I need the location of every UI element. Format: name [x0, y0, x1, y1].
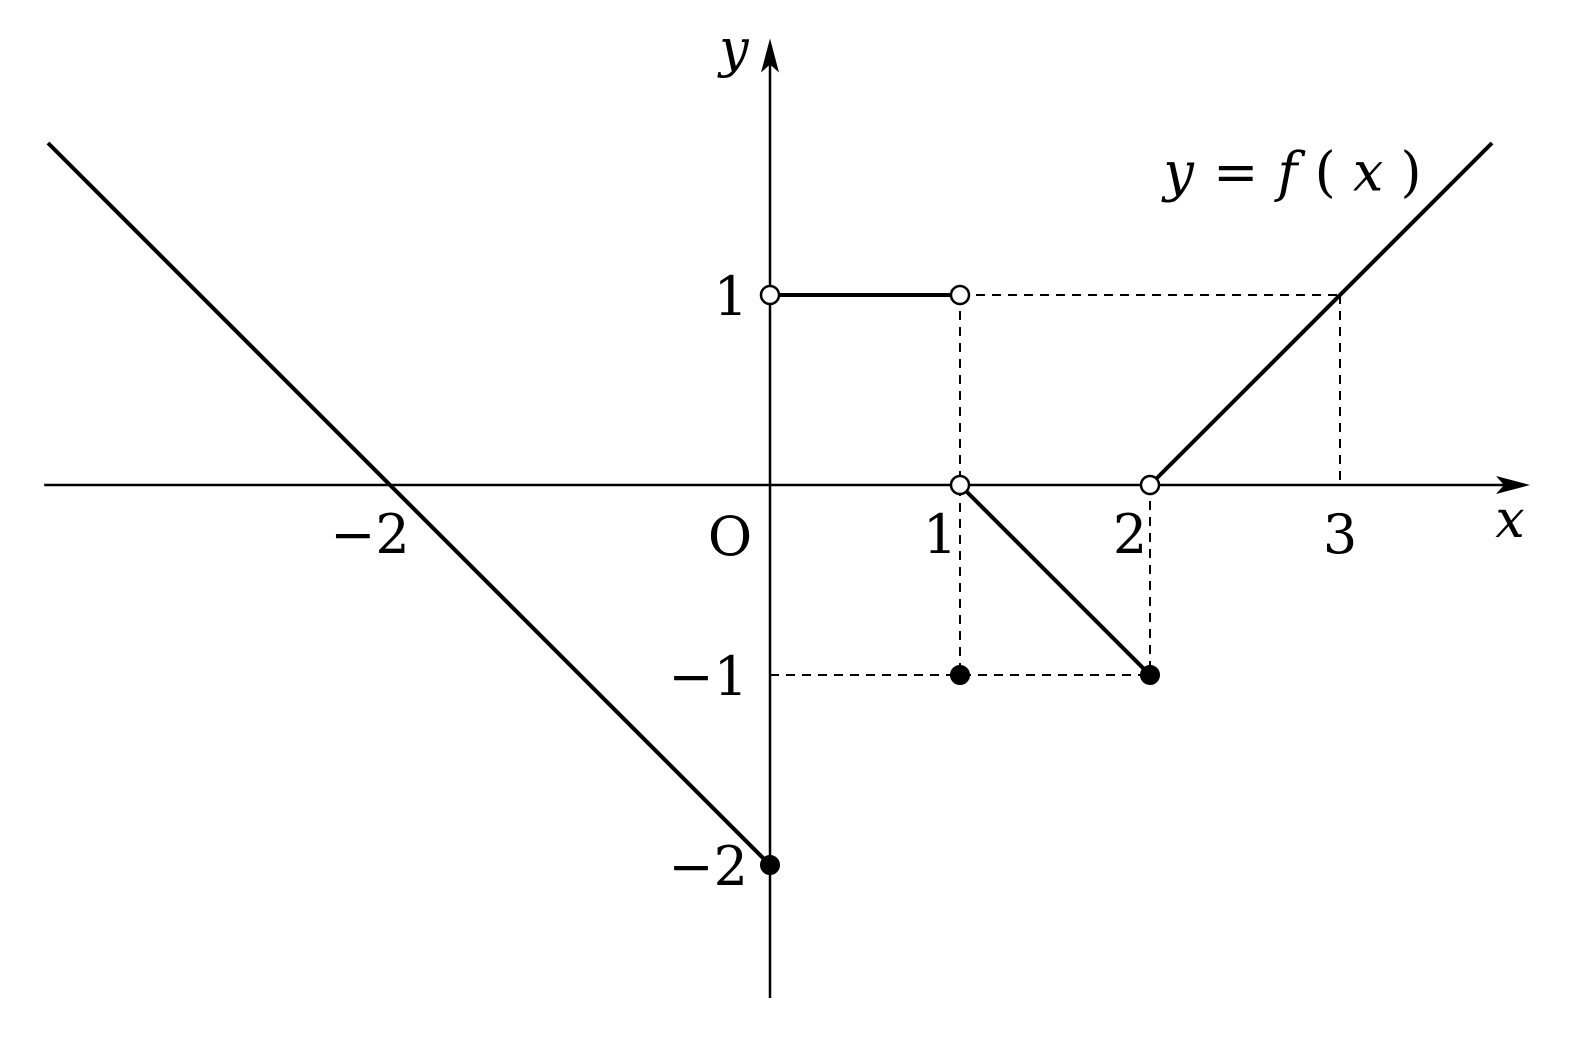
- function-label-paren-open: (: [1315, 141, 1336, 204]
- filled-point: [760, 855, 780, 875]
- y-tick-label: −1: [668, 645, 748, 708]
- y-tick-label: −2: [668, 835, 748, 898]
- function-label-paren-close: ): [1401, 141, 1422, 204]
- filled-point: [1140, 665, 1160, 685]
- y-tick-label: 1: [714, 265, 748, 328]
- function-curves: [46, 141, 1494, 867]
- x-tick-label: 3: [1323, 503, 1357, 566]
- function-label: y = f ( x ): [1161, 141, 1421, 204]
- function-label-x: x: [1353, 141, 1383, 204]
- x-tick-label: −2: [330, 503, 410, 566]
- x-axis-arrow-icon: [1496, 476, 1530, 494]
- function-label-y: y: [1161, 141, 1195, 204]
- x-tick-label: 1: [923, 503, 957, 566]
- curve-segment: [958, 483, 1152, 677]
- x-tick-label: 2: [1113, 503, 1147, 566]
- y-axis-label: y: [717, 20, 749, 80]
- axes: [44, 38, 1530, 998]
- open-point: [759, 284, 781, 306]
- filled-point: [950, 665, 970, 685]
- origin-label: O: [708, 505, 752, 568]
- y-axis-arrow-icon: [761, 38, 779, 73]
- open-point: [949, 284, 971, 306]
- endpoint-markers: [759, 284, 1161, 875]
- function-label-equals: =: [1213, 141, 1258, 204]
- open-point: [949, 474, 971, 496]
- axis-labels: x y O y = f ( x ): [708, 20, 1525, 569]
- curve-segment: [46, 141, 772, 867]
- tick-labels: −2 1 2 3 1 −1 −2: [330, 265, 1357, 898]
- open-point: [1139, 474, 1161, 496]
- curve-segment: [1148, 141, 1494, 487]
- x-axis-label: x: [1495, 490, 1524, 550]
- function-label-f: f: [1273, 141, 1305, 204]
